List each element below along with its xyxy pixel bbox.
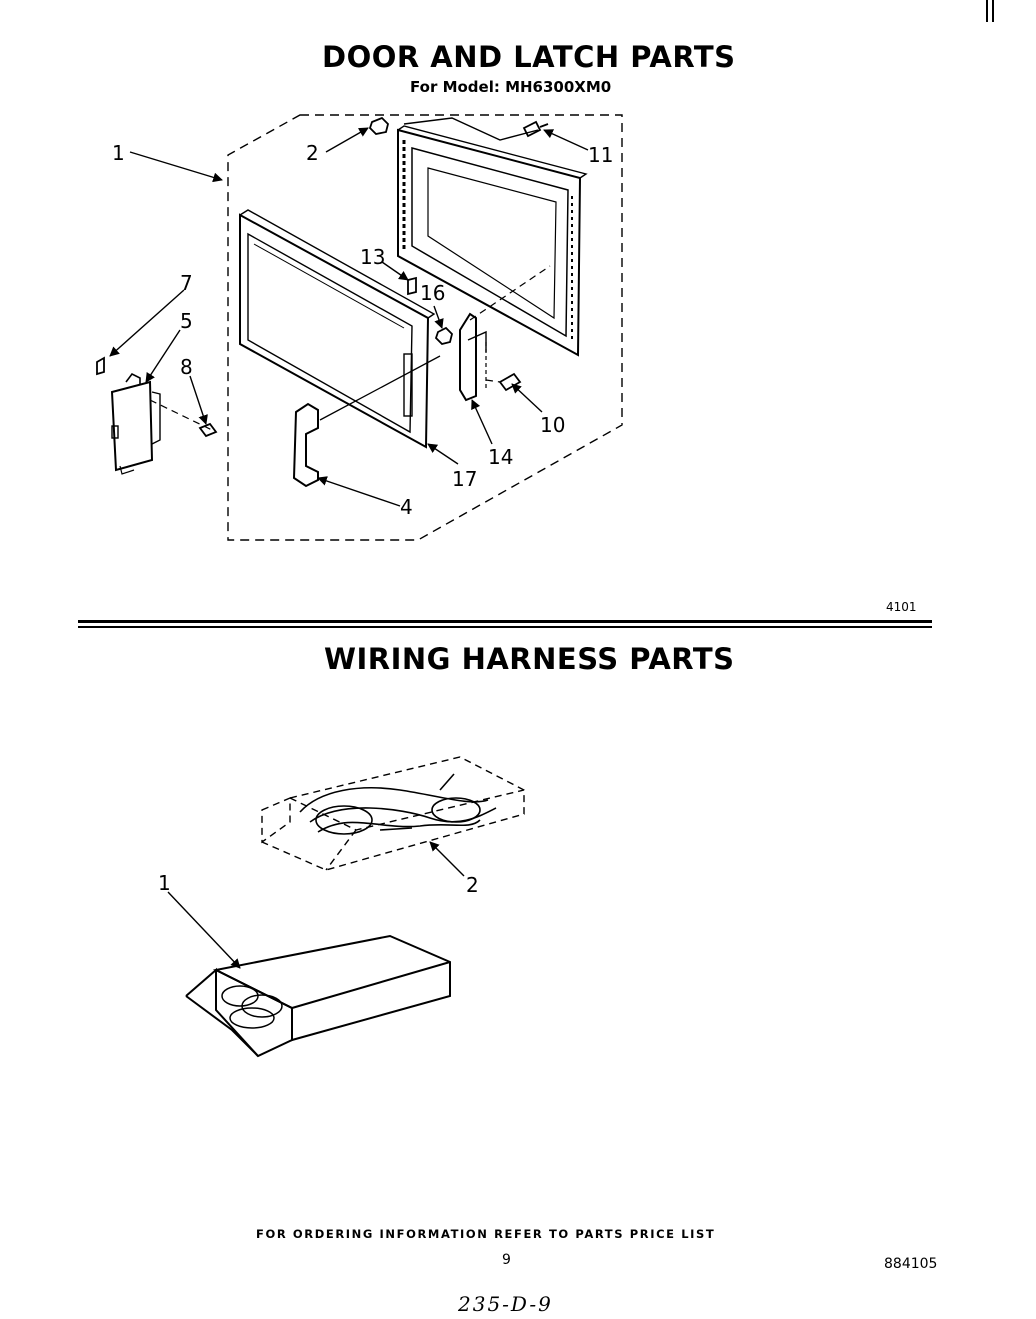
leader-lines <box>109 127 589 507</box>
doc-number: 884105 <box>884 1256 938 1272</box>
item-11-screw <box>522 120 549 138</box>
wiring-callout-1: 1 <box>158 871 171 895</box>
callout-14: 14 <box>488 445 513 469</box>
callout-16: 16 <box>420 281 445 305</box>
latch-link-line <box>319 355 441 421</box>
figure-code: 4101 <box>886 600 917 614</box>
item-10-screw <box>498 372 522 392</box>
callout-4: 4 <box>400 495 413 519</box>
item-13-screw <box>407 276 417 296</box>
model-line: For Model: MH6300XM0 <box>410 78 612 96</box>
item-8-screw <box>198 422 218 438</box>
inner-door-frame <box>397 125 588 357</box>
wiring-section-title: WIRING HARNESS PARTS <box>324 642 735 676</box>
assembly-guides <box>149 265 551 431</box>
door-section-title: DOOR AND LATCH PARTS <box>322 40 736 74</box>
door-latch-diagram: 1 2 11 13 16 7 5 8 10 14 17 4 <box>96 114 623 541</box>
callout-1: 1 <box>112 141 125 165</box>
harness-kit-box <box>185 934 451 1058</box>
harness-package <box>261 756 525 871</box>
callout-13: 13 <box>360 245 385 269</box>
callout-10: 10 <box>540 413 565 437</box>
callout-2: 2 <box>306 141 319 165</box>
section-divider-thick <box>78 620 932 623</box>
callout-17: 17 <box>452 467 477 491</box>
callout-8: 8 <box>180 355 193 379</box>
item-11-bracket <box>403 117 539 141</box>
callout-7: 7 <box>180 271 193 295</box>
handwritten-code: 235-D-9 <box>458 1292 553 1316</box>
assembly-boundary <box>227 114 623 541</box>
item-16-nut <box>434 326 453 345</box>
callout-5: 5 <box>180 309 193 333</box>
page-number: 9 <box>502 1252 511 1268</box>
latch-assembly <box>459 312 487 402</box>
corner-mark-left <box>986 0 988 22</box>
corner-mark-right <box>992 0 994 22</box>
item-2-nut <box>368 116 389 135</box>
ordering-note: FOR ORDERING INFORMATION REFER TO PARTS … <box>256 1227 716 1241</box>
door-handle <box>292 402 319 488</box>
wiring-leader-lines <box>167 841 465 969</box>
front-door-panel <box>239 209 436 449</box>
section-divider-thin <box>78 626 932 628</box>
interlock-switch <box>110 372 161 475</box>
wiring-harness-diagram: 1 2 <box>158 756 525 1058</box>
harness-wires <box>299 773 497 835</box>
wiring-callout-2: 2 <box>466 873 479 897</box>
item-7-clip <box>96 356 105 376</box>
callout-11: 11 <box>588 143 613 167</box>
